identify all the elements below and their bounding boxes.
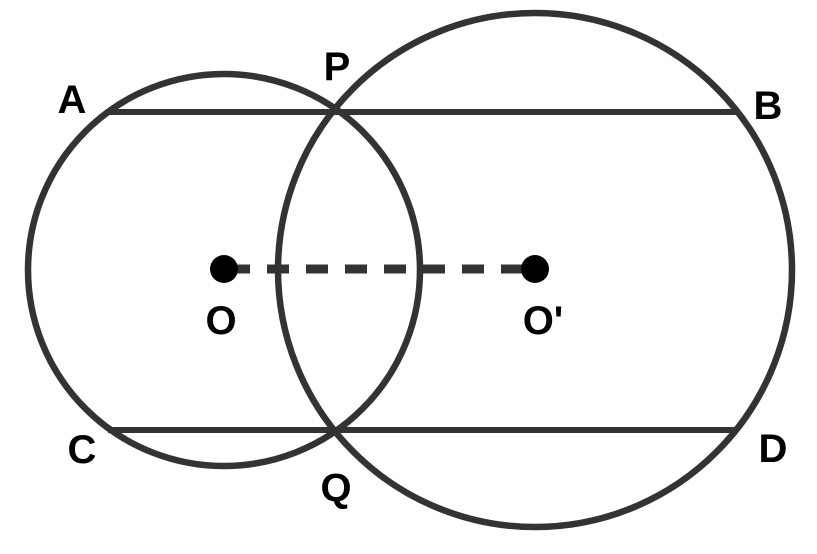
label-point-p: P — [324, 45, 351, 89]
center-dot-o — [210, 255, 238, 283]
left-circle-center-o — [24, 70, 424, 470]
label-point-c: C — [68, 428, 97, 472]
label-center-o-prime: O' — [523, 299, 564, 343]
center-dot-o-prime — [521, 255, 549, 283]
label-point-b: B — [754, 84, 783, 128]
label-point-d: D — [759, 427, 788, 471]
label-point-q: Q — [320, 466, 351, 510]
label-point-a: A — [58, 78, 87, 122]
label-center-o: O — [205, 299, 236, 343]
